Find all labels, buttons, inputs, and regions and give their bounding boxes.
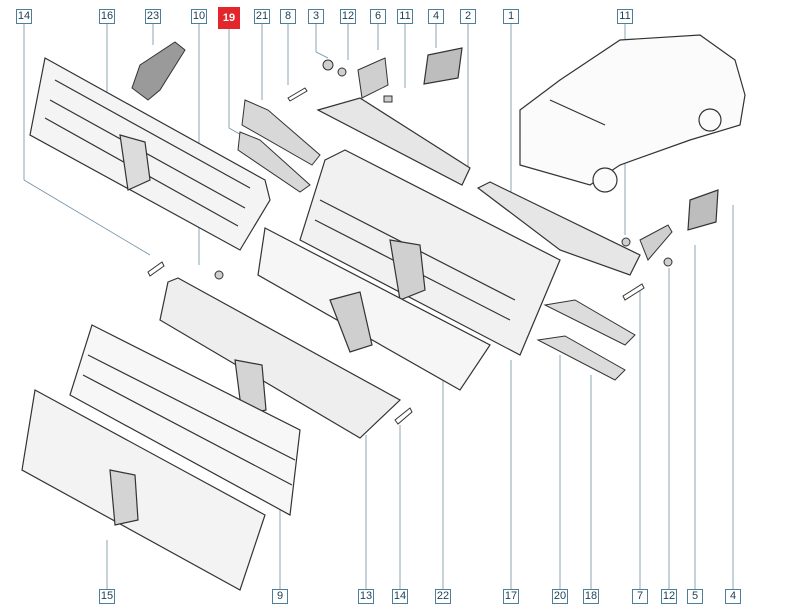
bracket-part-23 <box>131 41 186 101</box>
callout-bottom-12[interactable]: 4 <box>725 589 741 604</box>
reinforcement-part-13 <box>159 277 402 439</box>
fasteners <box>214 57 673 280</box>
callout-bottom-6[interactable]: 17 <box>503 589 519 604</box>
upper-grille-part-16 <box>29 57 271 251</box>
callout-bottom-5[interactable]: 22 <box>435 589 451 604</box>
callout-bottom-1[interactable]: 15 <box>99 589 115 604</box>
callout-bottom-4[interactable]: 14 <box>392 589 408 604</box>
callout-top-7[interactable]: 8 <box>280 9 296 24</box>
callout-top-9[interactable]: 12 <box>340 9 356 24</box>
callout-bottom-10[interactable]: 12 <box>661 589 677 604</box>
cowl-panel-part-2 <box>316 97 471 186</box>
callout-top-10[interactable]: 6 <box>370 9 386 24</box>
trim-strips <box>147 87 645 425</box>
callout-bottom-9[interactable]: 7 <box>632 589 648 604</box>
deflector-part-21 <box>237 99 321 193</box>
callout-top-12[interactable]: 4 <box>428 9 444 24</box>
vehicle-outline <box>519 34 746 193</box>
callout-top-6[interactable]: 21 <box>254 9 270 24</box>
callout-top-5-highlighted[interactable]: 19 <box>218 7 240 29</box>
grille-housing-part-17 <box>299 149 561 356</box>
callout-top-4[interactable]: 10 <box>191 9 207 24</box>
callout-bottom-2[interactable]: 9 <box>272 589 288 604</box>
callout-bottom-3[interactable]: 13 <box>358 589 374 604</box>
callout-top-8[interactable]: 3 <box>308 9 324 24</box>
callout-bottom-8[interactable]: 18 <box>583 589 599 604</box>
callout-top-14[interactable]: 1 <box>503 9 519 24</box>
callout-top-11[interactable]: 11 <box>397 9 413 24</box>
grille-bar-part-22 <box>257 227 491 391</box>
support-bar-part-1 <box>476 181 641 276</box>
lower-grille-part-15 <box>21 389 266 591</box>
callout-bottom-11[interactable]: 5 <box>687 589 703 604</box>
callout-top-2[interactable]: 16 <box>99 9 115 24</box>
bracket-part-5 <box>639 224 673 261</box>
callout-top-15[interactable]: 11 <box>617 9 633 24</box>
callout-bottom-7[interactable]: 20 <box>552 589 568 604</box>
callout-top-13[interactable]: 2 <box>460 9 476 24</box>
callout-top-1[interactable]: 14 <box>16 9 32 24</box>
grille-panel-part-9 <box>69 324 301 516</box>
callout-top-3[interactable]: 23 <box>145 9 161 24</box>
deflectors-part-20-18 <box>536 299 636 381</box>
vent-part-4 <box>423 47 719 231</box>
